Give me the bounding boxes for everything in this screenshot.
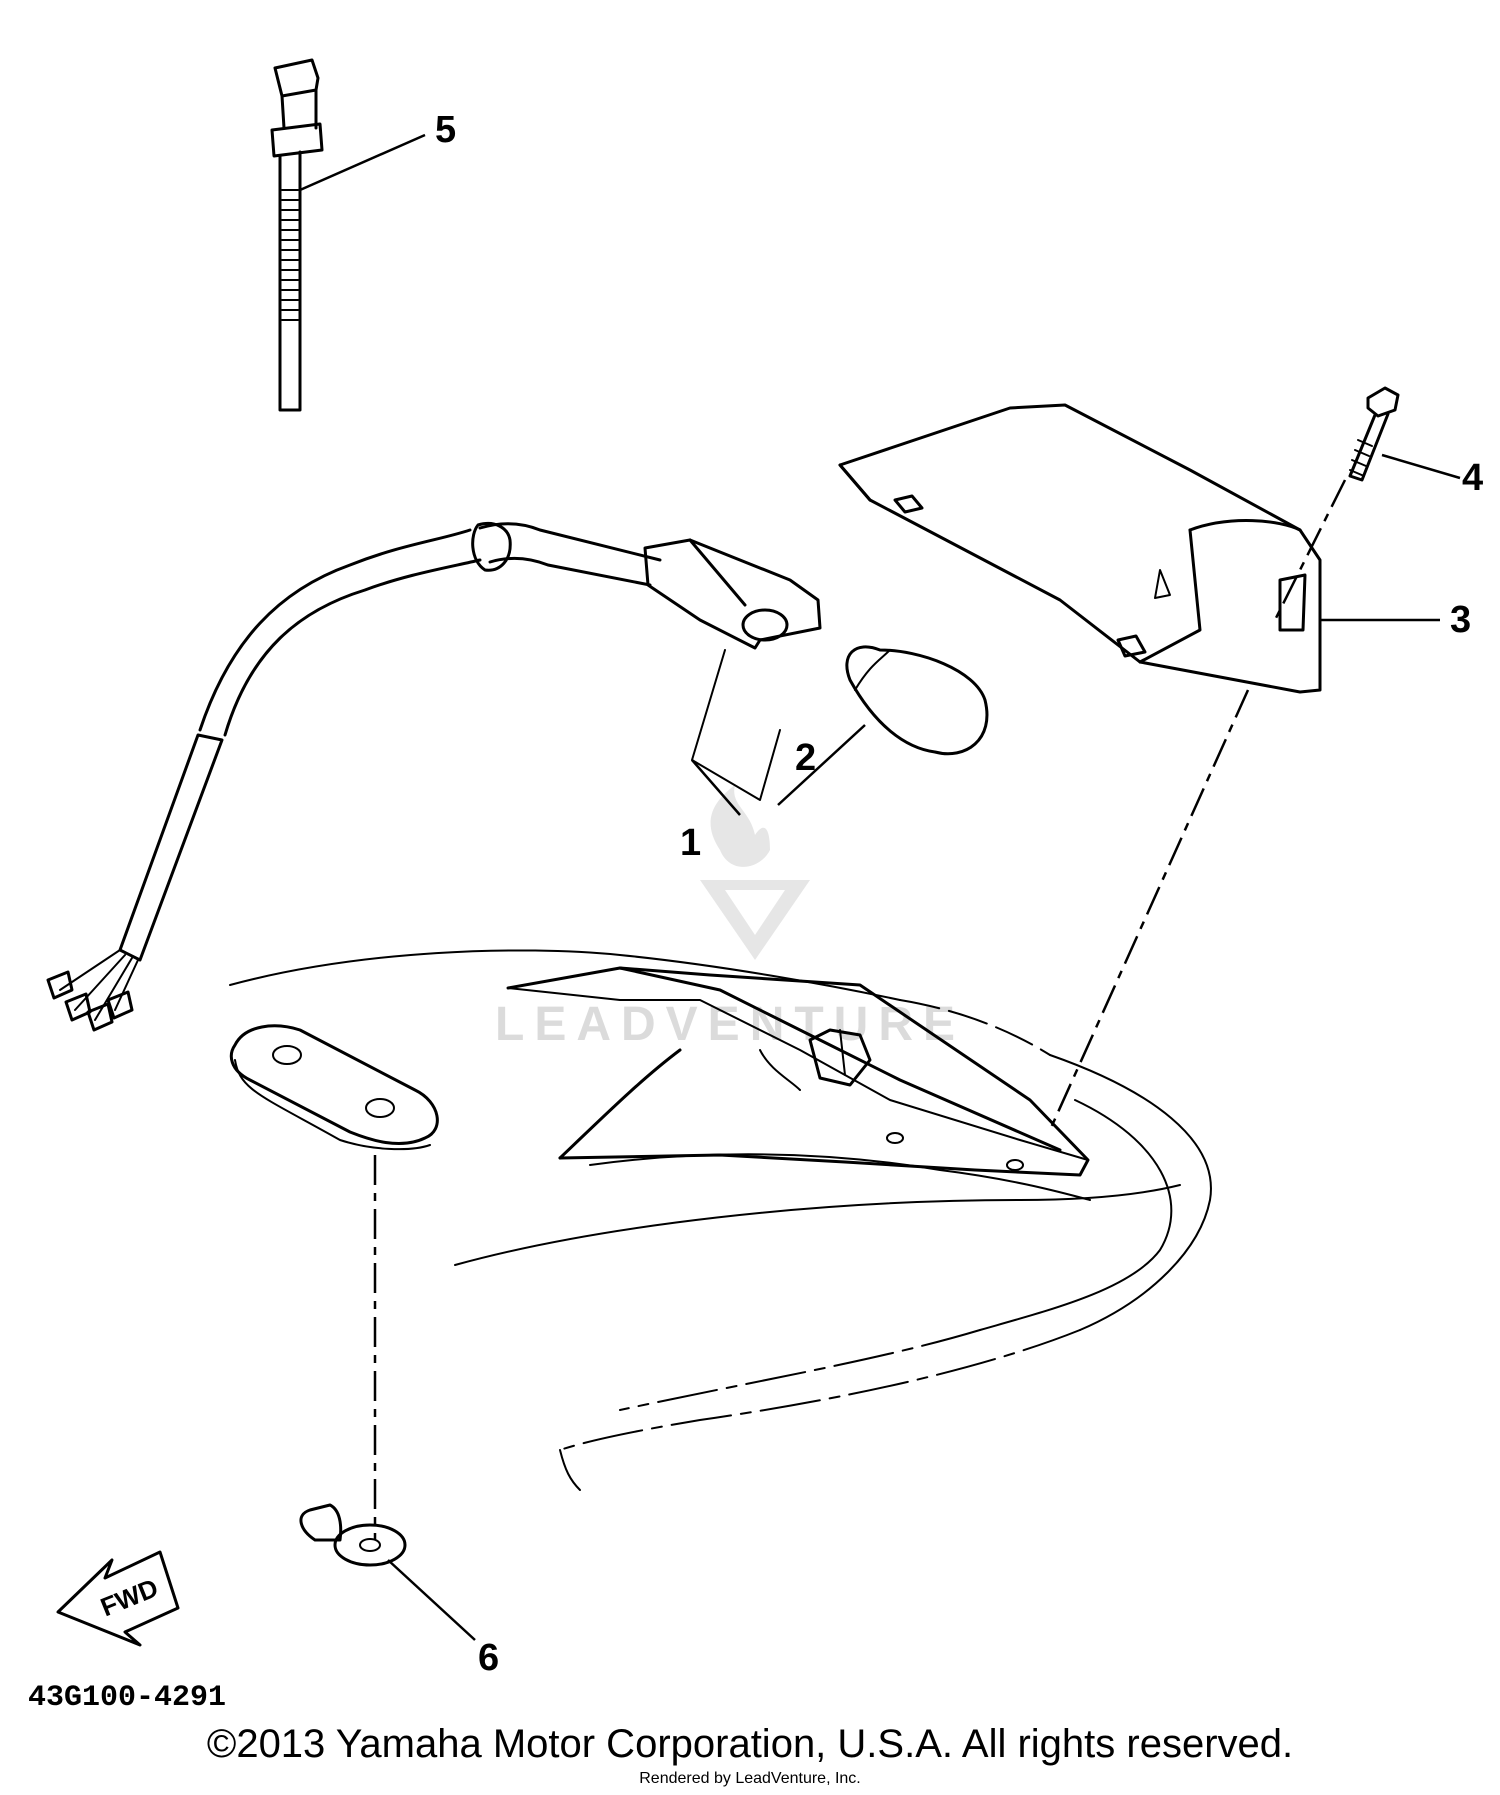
diagram-number: 43G100-4291 bbox=[28, 1681, 226, 1715]
leader-4 bbox=[1381, 453, 1461, 480]
lamp-cover bbox=[838, 403, 1322, 694]
watermark-text: LEADVENTURE bbox=[495, 998, 965, 1051]
watermark-logo: LEADVENTURE bbox=[495, 785, 965, 1051]
fwd-arrow-icon: FWD bbox=[56, 1550, 180, 1647]
mounting-plate bbox=[229, 1024, 439, 1151]
assembly-line-cover bbox=[1048, 689, 1250, 1131]
cable-tie bbox=[270, 58, 324, 412]
fwd-label: FWD bbox=[96, 1572, 162, 1622]
socket-harness bbox=[46, 522, 822, 1032]
screw bbox=[1348, 386, 1400, 482]
callout-1: 1 bbox=[680, 822, 701, 864]
leader-6 bbox=[387, 1559, 476, 1641]
callout-2: 2 bbox=[795, 737, 816, 779]
leader-5 bbox=[299, 133, 426, 192]
callout-6: 6 bbox=[478, 1637, 499, 1679]
callout-3: 3 bbox=[1450, 599, 1471, 641]
bulb bbox=[845, 645, 989, 756]
render-note: Rendered by LeadVenture, Inc. bbox=[639, 1770, 861, 1787]
washer-clip bbox=[299, 1503, 407, 1567]
lamp-recess bbox=[506, 966, 1090, 1177]
copyright-notice: ©2013 Yamaha Motor Corporation, U.S.A. A… bbox=[206, 1722, 1294, 1766]
leader-2 bbox=[777, 724, 866, 806]
leader-1 bbox=[691, 759, 741, 816]
callout-5: 5 bbox=[435, 109, 456, 151]
leader-screw-to-cover bbox=[1273, 479, 1347, 621]
callout-4: 4 bbox=[1462, 457, 1483, 499]
